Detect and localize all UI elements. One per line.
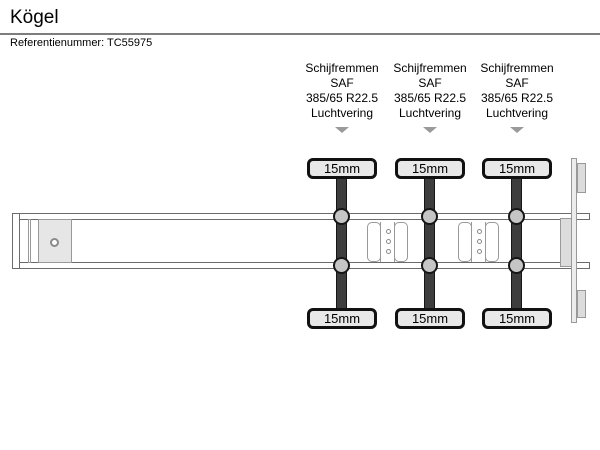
page-title: Kögel xyxy=(10,7,59,28)
axle-1 xyxy=(336,168,347,318)
spec-tire-size: 385/65 R22.5 xyxy=(305,91,379,105)
spec-tire-size: 385/65 R22.5 xyxy=(480,91,554,105)
axle-3-spec-column: Schijfremmen SAF 385/65 R22.5 Luchtverin… xyxy=(473,61,561,133)
spec-suspension: Luchtvering xyxy=(485,106,549,120)
kingpin xyxy=(50,238,59,247)
down-arrow-icon xyxy=(510,127,524,133)
crossmember-rivet-strip xyxy=(471,222,486,262)
axle-1-spec-column: Schijfremmen SAF 385/65 R22.5 Luchtverin… xyxy=(298,61,386,133)
crossmember-2 xyxy=(458,222,499,262)
crossmember-1 xyxy=(367,222,408,262)
rivet-dot xyxy=(477,239,482,244)
chassis-front-end-cap xyxy=(12,213,20,269)
down-arrow-icon xyxy=(335,127,349,133)
axle-1-tire-bottom-tread: 15mm xyxy=(307,308,377,329)
chassis-rail-bottom xyxy=(12,262,590,269)
crossmember-bracket xyxy=(394,222,408,262)
spec-brand: SAF xyxy=(505,76,529,90)
axle-1-tire-top-tread: 15mm xyxy=(307,158,377,179)
spec-suspension: Luchtvering xyxy=(310,106,374,120)
axle-1-hub-top xyxy=(333,208,350,225)
chassis-rail-top xyxy=(12,213,590,220)
crossmember-bracket xyxy=(367,222,381,262)
down-arrow-icon xyxy=(423,127,437,133)
axle-2-spec-column: Schijfremmen SAF 385/65 R22.5 Luchtverin… xyxy=(386,61,474,133)
axle-2-tire-top-tread: 15mm xyxy=(395,158,465,179)
axle-2-hub-top xyxy=(421,208,438,225)
axle-2-hub-bottom xyxy=(421,257,438,274)
spec-brand: SAF xyxy=(330,76,354,90)
rivet-dot xyxy=(477,229,482,234)
axle-3-hub-bottom xyxy=(508,257,525,274)
reference-number: Referentienummer: TC55975 xyxy=(10,37,153,49)
spec-brakes: Schijfremmen xyxy=(480,61,554,75)
crossmember-bracket xyxy=(485,222,499,262)
spec-suspension: Luchtvering xyxy=(398,106,462,120)
axle-3-tire-bottom-tread: 15mm xyxy=(482,308,552,329)
axle-2 xyxy=(424,168,435,318)
spec-brakes: Schijfremmen xyxy=(305,61,379,75)
spec-brakes: Schijfremmen xyxy=(393,61,467,75)
rivet-dot xyxy=(477,249,482,254)
axle-2-tire-bottom-tread: 15mm xyxy=(395,308,465,329)
spec-tire-size: 385/65 R22.5 xyxy=(393,91,467,105)
rivet-dot xyxy=(386,229,391,234)
axle-3-hub-top xyxy=(508,208,525,225)
rivet-dot xyxy=(386,239,391,244)
crossmember-rivet-strip xyxy=(380,222,395,262)
crossmember-bracket xyxy=(458,222,472,262)
header-divider xyxy=(0,33,600,35)
chassis-front-crossbar xyxy=(28,219,31,263)
kingpin-plate xyxy=(38,219,72,263)
axle-3-tire-top-tread: 15mm xyxy=(482,158,552,179)
rear-light-top xyxy=(577,163,586,193)
rivet-dot xyxy=(386,249,391,254)
rear-light-bottom xyxy=(577,290,586,318)
rear-bumper-bar xyxy=(571,158,577,323)
spec-brand: SAF xyxy=(418,76,442,90)
axle-3 xyxy=(511,168,522,318)
axle-1-hub-bottom xyxy=(333,257,350,274)
